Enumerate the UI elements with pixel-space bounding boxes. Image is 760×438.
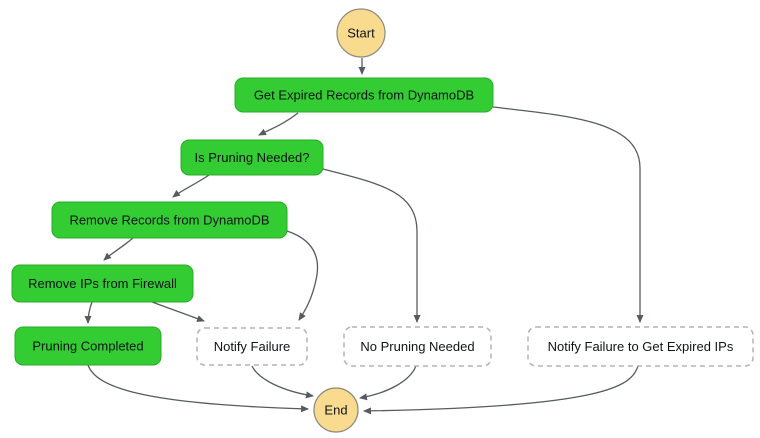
node-start[interactable]: Start [336,8,386,58]
edge-layer [84,58,644,415]
node-notify-failure-label: Notify Failure [214,339,291,354]
start-circle [336,8,386,58]
edge-pruning-completed-to-end [87,364,309,413]
edge-remove-records-to-notify-failure [286,230,319,321]
edge-remove-records-to-remove-ips [103,237,134,261]
node-get-expired-records-label: Get Expired Records from DynamoDB [254,88,474,103]
node-pruning-completed[interactable]: Pruning Completed [14,326,162,366]
node-get-expired-records[interactable]: Get Expired Records from DynamoDB [234,77,494,113]
node-remove-records-label: Remove Records from DynamoDB [69,213,269,228]
node-end-label: End [324,403,347,418]
node-start-label: Start [347,26,375,41]
node-notify-failure-geips[interactable]: Notify Failure to Get Expired IPs [527,326,754,367]
task-box [14,326,162,366]
edge-get-expired-to-notify-failure-geips [492,106,644,323]
task-box [51,201,288,239]
ghost-box [343,326,492,367]
node-pruning-completed-label: Pruning Completed [32,339,143,354]
ghost-box [527,326,754,367]
ghost-box [196,327,308,366]
edge-no-pruning-to-end [359,365,417,401]
node-no-pruning-needed-label: No Pruning Needed [360,339,474,354]
task-box [234,77,494,113]
edge-notify-failure-to-end [251,365,314,399]
edge-get-expired-to-is-pruning [258,112,299,136]
node-no-pruning-needed[interactable]: No Pruning Needed [343,326,492,367]
node-notify-failure-geips-label: Notify Failure to Get Expired IPs [548,339,734,354]
end-circle [313,387,359,433]
node-remove-records[interactable]: Remove Records from DynamoDB [51,201,288,239]
task-box [180,139,324,176]
node-is-pruning-needed[interactable]: Is Pruning Needed? [180,139,324,176]
edge-is-pruning-to-no-pruning [322,168,421,323]
edge-notify-failure-geips-to-end [363,365,639,415]
edge-is-pruning-to-remove-records [172,174,210,198]
node-is-pruning-needed-label: Is Pruning Needed? [195,150,310,165]
node-end[interactable]: End [313,387,359,433]
task-box [11,264,194,303]
node-remove-ips-label: Remove IPs from Firewall [28,276,177,291]
node-notify-failure[interactable]: Notify Failure [196,327,308,366]
edge-remove-ips-to-pruning-completed [84,301,93,324]
node-remove-ips[interactable]: Remove IPs from Firewall [11,264,194,303]
edge-remove-ips-to-notify-failure [151,301,205,322]
